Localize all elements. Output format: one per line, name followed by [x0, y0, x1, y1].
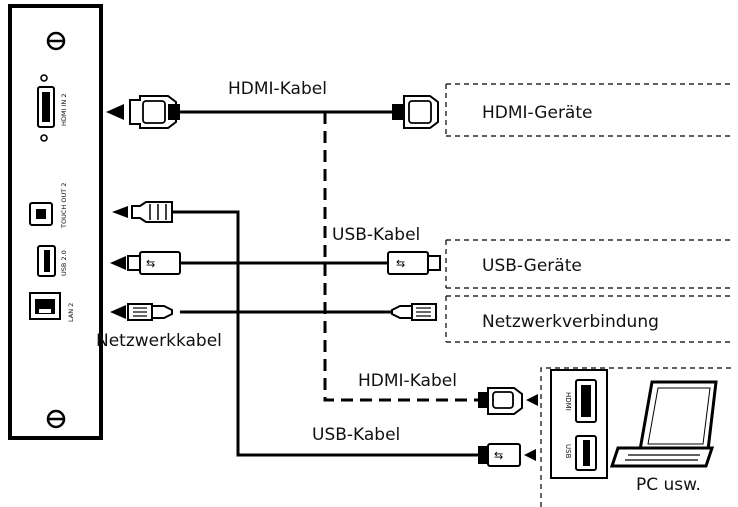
- hdmi-cable-top-label: HDMI-Kabel: [228, 79, 327, 99]
- touch-usb-cable: [112, 201, 478, 457]
- usb-a-plug-right-icon: ⇆: [387, 251, 441, 275]
- pc-hdmi-port-icon: [575, 379, 597, 423]
- rj45-plug-left-icon: [127, 303, 173, 321]
- arrow-left-icon: [110, 305, 126, 319]
- pc-label: PC usw.: [636, 475, 701, 495]
- touch-out-port-icon: [29, 202, 53, 226]
- pc-box: HDMI USB PC usw.: [540, 367, 732, 507]
- svg-text:⇆: ⇆: [146, 257, 155, 270]
- mounting-hole-bottom-icon: [46, 409, 66, 429]
- pc-port-panel: HDMI USB: [550, 369, 608, 479]
- pc-usb-port-label: USB: [564, 444, 572, 459]
- hdmi-cable-bottom: HDMI-Kabel: [358, 371, 538, 415]
- usb-devices-label: USB-Geräte: [482, 256, 582, 276]
- mounting-hole-top-icon: [46, 31, 66, 51]
- laptop-icon: [609, 380, 718, 468]
- hdmi-cable-bottom-label: HDMI-Kabel: [358, 371, 457, 391]
- network-box: Netzwerkverbindung: [445, 295, 730, 343]
- touch-out-port-label: TOUCH OUT 2: [60, 183, 68, 229]
- hdmi-plug-pc-icon: [478, 387, 538, 415]
- usb-cable-mid-label: USB-Kabel: [332, 225, 420, 245]
- usb-cable-bottom-label: USB-Kabel: [312, 425, 400, 445]
- network-label: Netzwerkverbindung: [482, 312, 659, 332]
- usb-devices-box: USB-Geräte: [445, 239, 730, 289]
- svg-text:⇆: ⇆: [396, 257, 405, 270]
- hdmi-devices-label: HDMI-Geräte: [482, 103, 592, 123]
- hdmi-in-port-label: HDMI IN 2: [60, 94, 68, 126]
- arrow-right-icon: [526, 394, 538, 406]
- lan-port-label: LAN 2: [67, 303, 75, 322]
- hdmi-devices-box: HDMI-Geräte: [445, 83, 730, 137]
- usb-port-label: USB 2.0: [60, 250, 68, 276]
- pc-usb-port-icon: [575, 435, 597, 471]
- svg-text:⇆: ⇆: [494, 449, 503, 462]
- arrow-left-icon: [112, 206, 128, 218]
- arrow-right-icon: [524, 449, 536, 461]
- arrow-left-icon: [106, 104, 124, 120]
- hdmi-cable-dashed-route: [323, 112, 478, 402]
- rj45-plug-right-icon: [391, 303, 437, 321]
- network-cable: Netzwerkkabel: [96, 303, 437, 351]
- hdmi-in-port-icon: [37, 74, 55, 142]
- hdmi-plug-left-icon: [129, 95, 180, 129]
- usb-cable-bottom: USB-Kabel ⇆: [312, 425, 536, 467]
- usb-port-icon: [37, 245, 56, 277]
- usb-a-plug-left-icon: ⇆: [127, 251, 181, 275]
- display-panel: HDMI IN 2 TOUCH OUT 2 USB 2.0 LAN 2: [8, 4, 103, 440]
- lan-port-icon: [29, 292, 61, 320]
- usb-a-plug-pc-icon: ⇆: [478, 443, 536, 467]
- hdmi-plug-right-icon: [392, 95, 439, 129]
- pc-hdmi-port-label: HDMI: [564, 392, 572, 411]
- network-cable-label: Netzwerkkabel: [96, 331, 222, 351]
- arrow-left-icon: [110, 256, 126, 270]
- usb-b-plug-icon: [131, 201, 173, 223]
- usb-cable-mid: ⇆ ⇆ USB-Kabel: [110, 225, 441, 275]
- hdmi-cable-top: HDMI-Kabel: [106, 79, 439, 129]
